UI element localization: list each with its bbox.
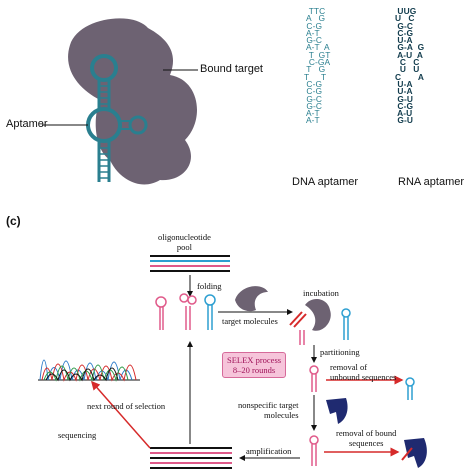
sequencing-label: sequencing bbox=[58, 430, 97, 440]
rna-row: U-A bbox=[395, 78, 413, 89]
rna-row: A-U bbox=[395, 108, 413, 119]
dna-row: C-G bbox=[304, 86, 323, 97]
chromatogram bbox=[38, 359, 140, 382]
dna-row: G-C bbox=[304, 93, 323, 104]
nonspecific-target-shape bbox=[326, 398, 348, 424]
dna-row: TTC bbox=[304, 6, 326, 16]
rna-row: G-A G bbox=[395, 42, 425, 53]
folded-aptamers bbox=[155, 293, 216, 330]
partitioning-label: partitioning bbox=[320, 347, 360, 357]
incubation-complex bbox=[289, 298, 351, 345]
rna-row: U-A bbox=[395, 86, 413, 97]
aptamer-label: Aptamer bbox=[6, 118, 48, 130]
nonspecific-label: nonspecific target molecules bbox=[238, 400, 299, 420]
dna-row: T G bbox=[304, 64, 326, 75]
rna-row: U C bbox=[395, 13, 415, 24]
pool-label: oligonucleotide pool bbox=[158, 232, 211, 252]
dna-row: G-C bbox=[304, 35, 323, 46]
amplification-label: amplification bbox=[246, 446, 292, 456]
rna-row: G-C bbox=[395, 20, 414, 31]
rna-row: U U bbox=[395, 64, 420, 75]
dna-row: C-GA bbox=[304, 57, 331, 68]
unbound-aptamer bbox=[405, 377, 415, 400]
rna-row: A-U A bbox=[395, 49, 423, 60]
dna-row: C-G bbox=[304, 20, 323, 31]
pool-lines-top bbox=[150, 255, 230, 272]
bound-removal-aptamer bbox=[309, 435, 319, 466]
rna-row: C-G bbox=[395, 100, 414, 111]
dna-row: C-G bbox=[304, 78, 323, 89]
target-molecule-shape bbox=[235, 286, 268, 312]
target-molecules-label: target molecules bbox=[222, 316, 278, 326]
rna-row: C C bbox=[395, 57, 420, 68]
folding-label: folding bbox=[197, 281, 222, 291]
dna-aptamer-caption: DNA aptamer bbox=[292, 176, 359, 188]
dna-row: A-T bbox=[304, 27, 320, 38]
dna-row: A-T bbox=[304, 115, 320, 126]
next-round-label: next round of selection bbox=[87, 401, 166, 411]
dna-row: A G bbox=[304, 13, 326, 24]
dna-row: G-C bbox=[304, 100, 323, 111]
rna-row: G-U bbox=[395, 93, 414, 104]
rna-row: UUG bbox=[395, 6, 417, 16]
rna-row: C-G bbox=[395, 27, 414, 38]
rna-row: C A bbox=[395, 71, 424, 82]
removal-unbound-label: removal of unbound sequences bbox=[330, 362, 397, 382]
panel-c-letter: (c) bbox=[6, 214, 21, 228]
incubation-label: incubation bbox=[303, 288, 339, 298]
removal-bound-label: removal of bound sequences bbox=[336, 428, 397, 448]
selex-box: SELEX process 8–20 rounds bbox=[222, 352, 287, 378]
pool-lines-bottom bbox=[150, 447, 232, 469]
bound-complex bbox=[401, 438, 427, 468]
partition-aptamer bbox=[309, 365, 319, 392]
dna-row: T GT bbox=[304, 49, 331, 60]
bound-target-label: Bound target bbox=[200, 63, 263, 75]
rna-aptamer-caption: RNA aptamer bbox=[398, 176, 465, 188]
dna-row: A-T A bbox=[304, 42, 330, 53]
rna-row: G-U bbox=[395, 115, 414, 126]
dna-row: A-T bbox=[304, 108, 320, 119]
rna-row: U-A bbox=[395, 35, 413, 46]
bound-target-blob bbox=[68, 18, 197, 185]
dna-row: T T bbox=[304, 71, 327, 82]
sequencing-arrow bbox=[91, 380, 151, 449]
